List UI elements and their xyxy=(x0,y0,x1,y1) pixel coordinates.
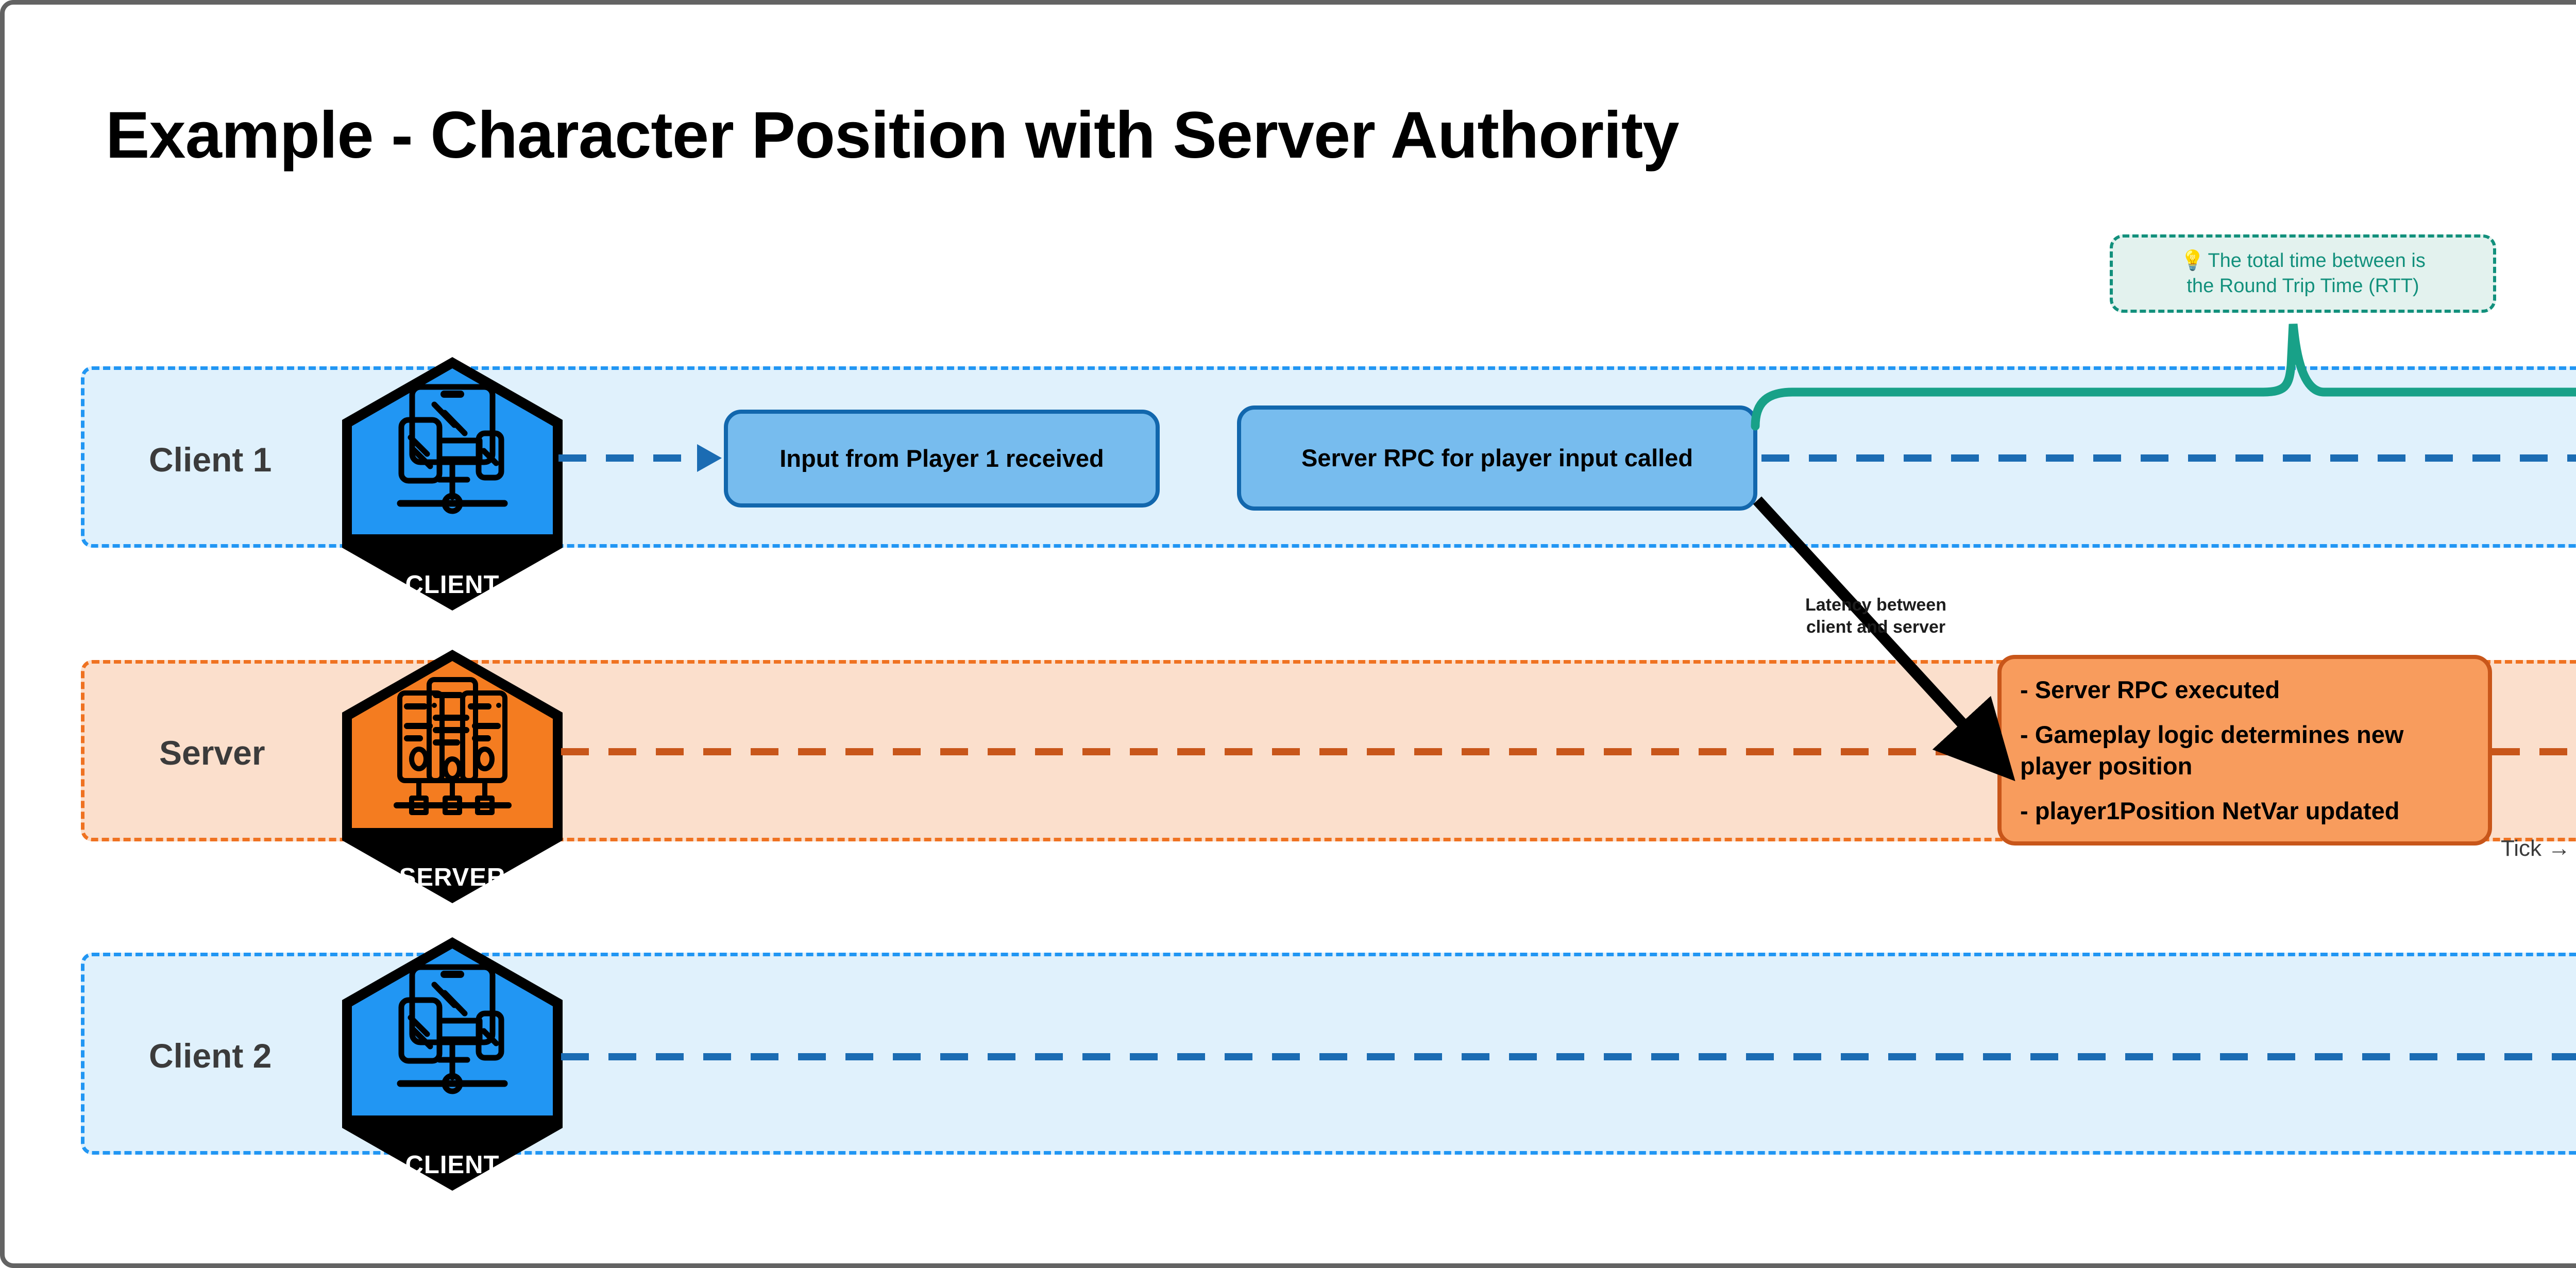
hexagon-badge-shape xyxy=(342,937,563,1191)
box-client1-input-label: Input from Player 1 received xyxy=(779,444,1104,472)
lane-client2-label: Client 2 xyxy=(149,1037,272,1075)
server-bullet-1: - Server RPC executed xyxy=(2020,675,2280,703)
note-rtt-line1: The total time between is xyxy=(2208,249,2426,272)
box-server-actions[interactable]: - Server RPC executed - Gameplay logic d… xyxy=(1997,655,2492,846)
tick-label: Tick → xyxy=(2501,836,2571,861)
latency-label-1-line1: Latency between xyxy=(1805,595,1946,615)
hexagon-badge-shape xyxy=(342,650,563,903)
badge-client2: CLIENT xyxy=(338,935,566,1193)
page-title: Example - Character Position with Server… xyxy=(106,98,1680,172)
lane-client1-label: Client 1 xyxy=(149,441,272,479)
hexagon-badge-shape xyxy=(342,357,563,611)
badge-server-text: SERVER xyxy=(399,864,506,891)
server-rack-icon xyxy=(394,677,512,815)
box-client1-rpc-label: Server RPC for player input called xyxy=(1301,444,1693,471)
note-rtt-line2: the Round Trip Time (RTT) xyxy=(2187,275,2419,297)
lane-server-label: Server xyxy=(159,734,265,772)
latency-label-1: Latency between client and server xyxy=(1788,594,1963,638)
devices-network-icon xyxy=(397,964,508,1094)
devices-network-icon xyxy=(397,384,508,514)
badge-server: SERVER xyxy=(338,648,566,905)
note-rtt: 💡The total time between is the Round Tri… xyxy=(2110,234,2496,313)
box-client1-input[interactable]: Input from Player 1 received xyxy=(724,410,1160,508)
latency-label-1-line2: client and server xyxy=(1806,617,1946,637)
server-bullet-2: - Gameplay logic determines new player p… xyxy=(2020,720,2404,780)
badge-client1: CLIENT xyxy=(338,355,566,613)
badge-client2-text: CLIENT xyxy=(405,1151,500,1179)
server-bullet-3: - player1Position NetVar updated xyxy=(2020,797,2400,825)
badge-client1-text: CLIENT xyxy=(405,571,500,599)
box-server-actions-list: - Server RPC executed - Gameplay logic d… xyxy=(2002,661,2488,840)
lightbulb-icon: 💡 xyxy=(2180,249,2205,272)
box-client1-rpc[interactable]: Server RPC for player input called xyxy=(1237,405,1757,511)
